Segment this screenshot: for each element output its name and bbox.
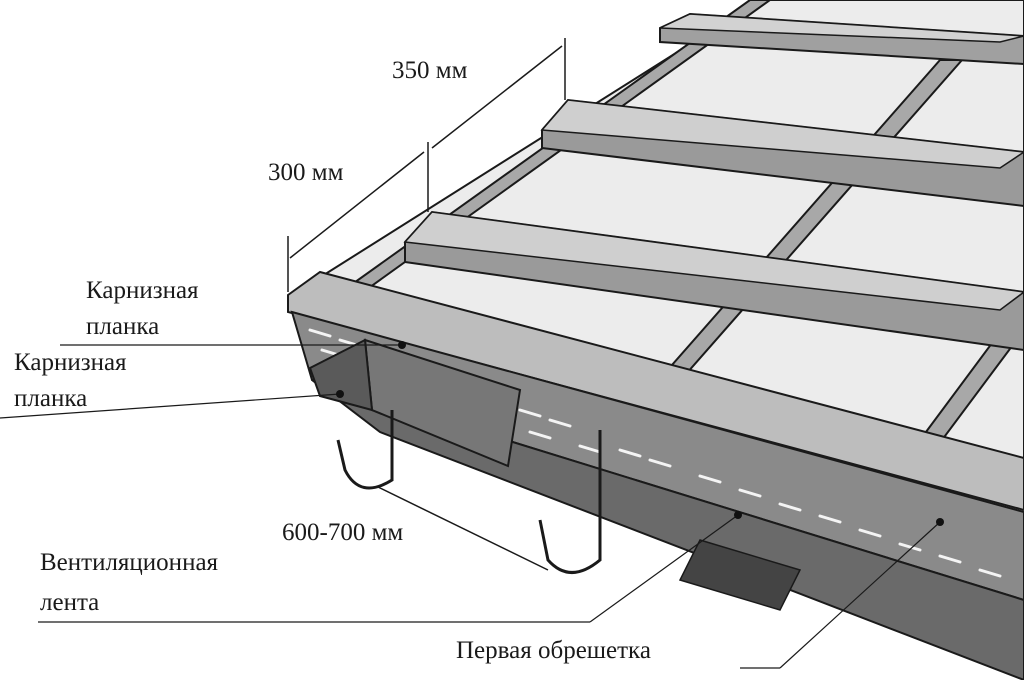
label-vent-line1: Вентиляционная xyxy=(40,549,219,576)
label-first-batten: Первая обрешетка xyxy=(456,637,651,664)
dimension-300: 300 мм xyxy=(268,159,344,186)
dimension-600-700: 600-700 мм xyxy=(282,519,404,546)
dimension-lines xyxy=(287,38,566,571)
label-eave-a-line1: Карнизная xyxy=(86,277,199,304)
eave-flashing-plate xyxy=(308,338,522,468)
dimension-350: 350 мм xyxy=(392,57,468,84)
marker-dots xyxy=(336,341,944,526)
batten-top xyxy=(659,12,1024,66)
label-vent-line2: лента xyxy=(40,589,100,616)
leader-lines xyxy=(0,344,941,669)
batten-lower xyxy=(403,210,1024,352)
label-eave-b-line2: планка xyxy=(14,385,88,412)
gutter-hooks xyxy=(336,410,602,574)
first-batten-board xyxy=(287,270,1024,512)
batten-middle xyxy=(540,98,1024,208)
label-eave-a-line2: планка xyxy=(86,313,160,340)
label-eave-b-line1: Карнизная xyxy=(14,349,127,376)
